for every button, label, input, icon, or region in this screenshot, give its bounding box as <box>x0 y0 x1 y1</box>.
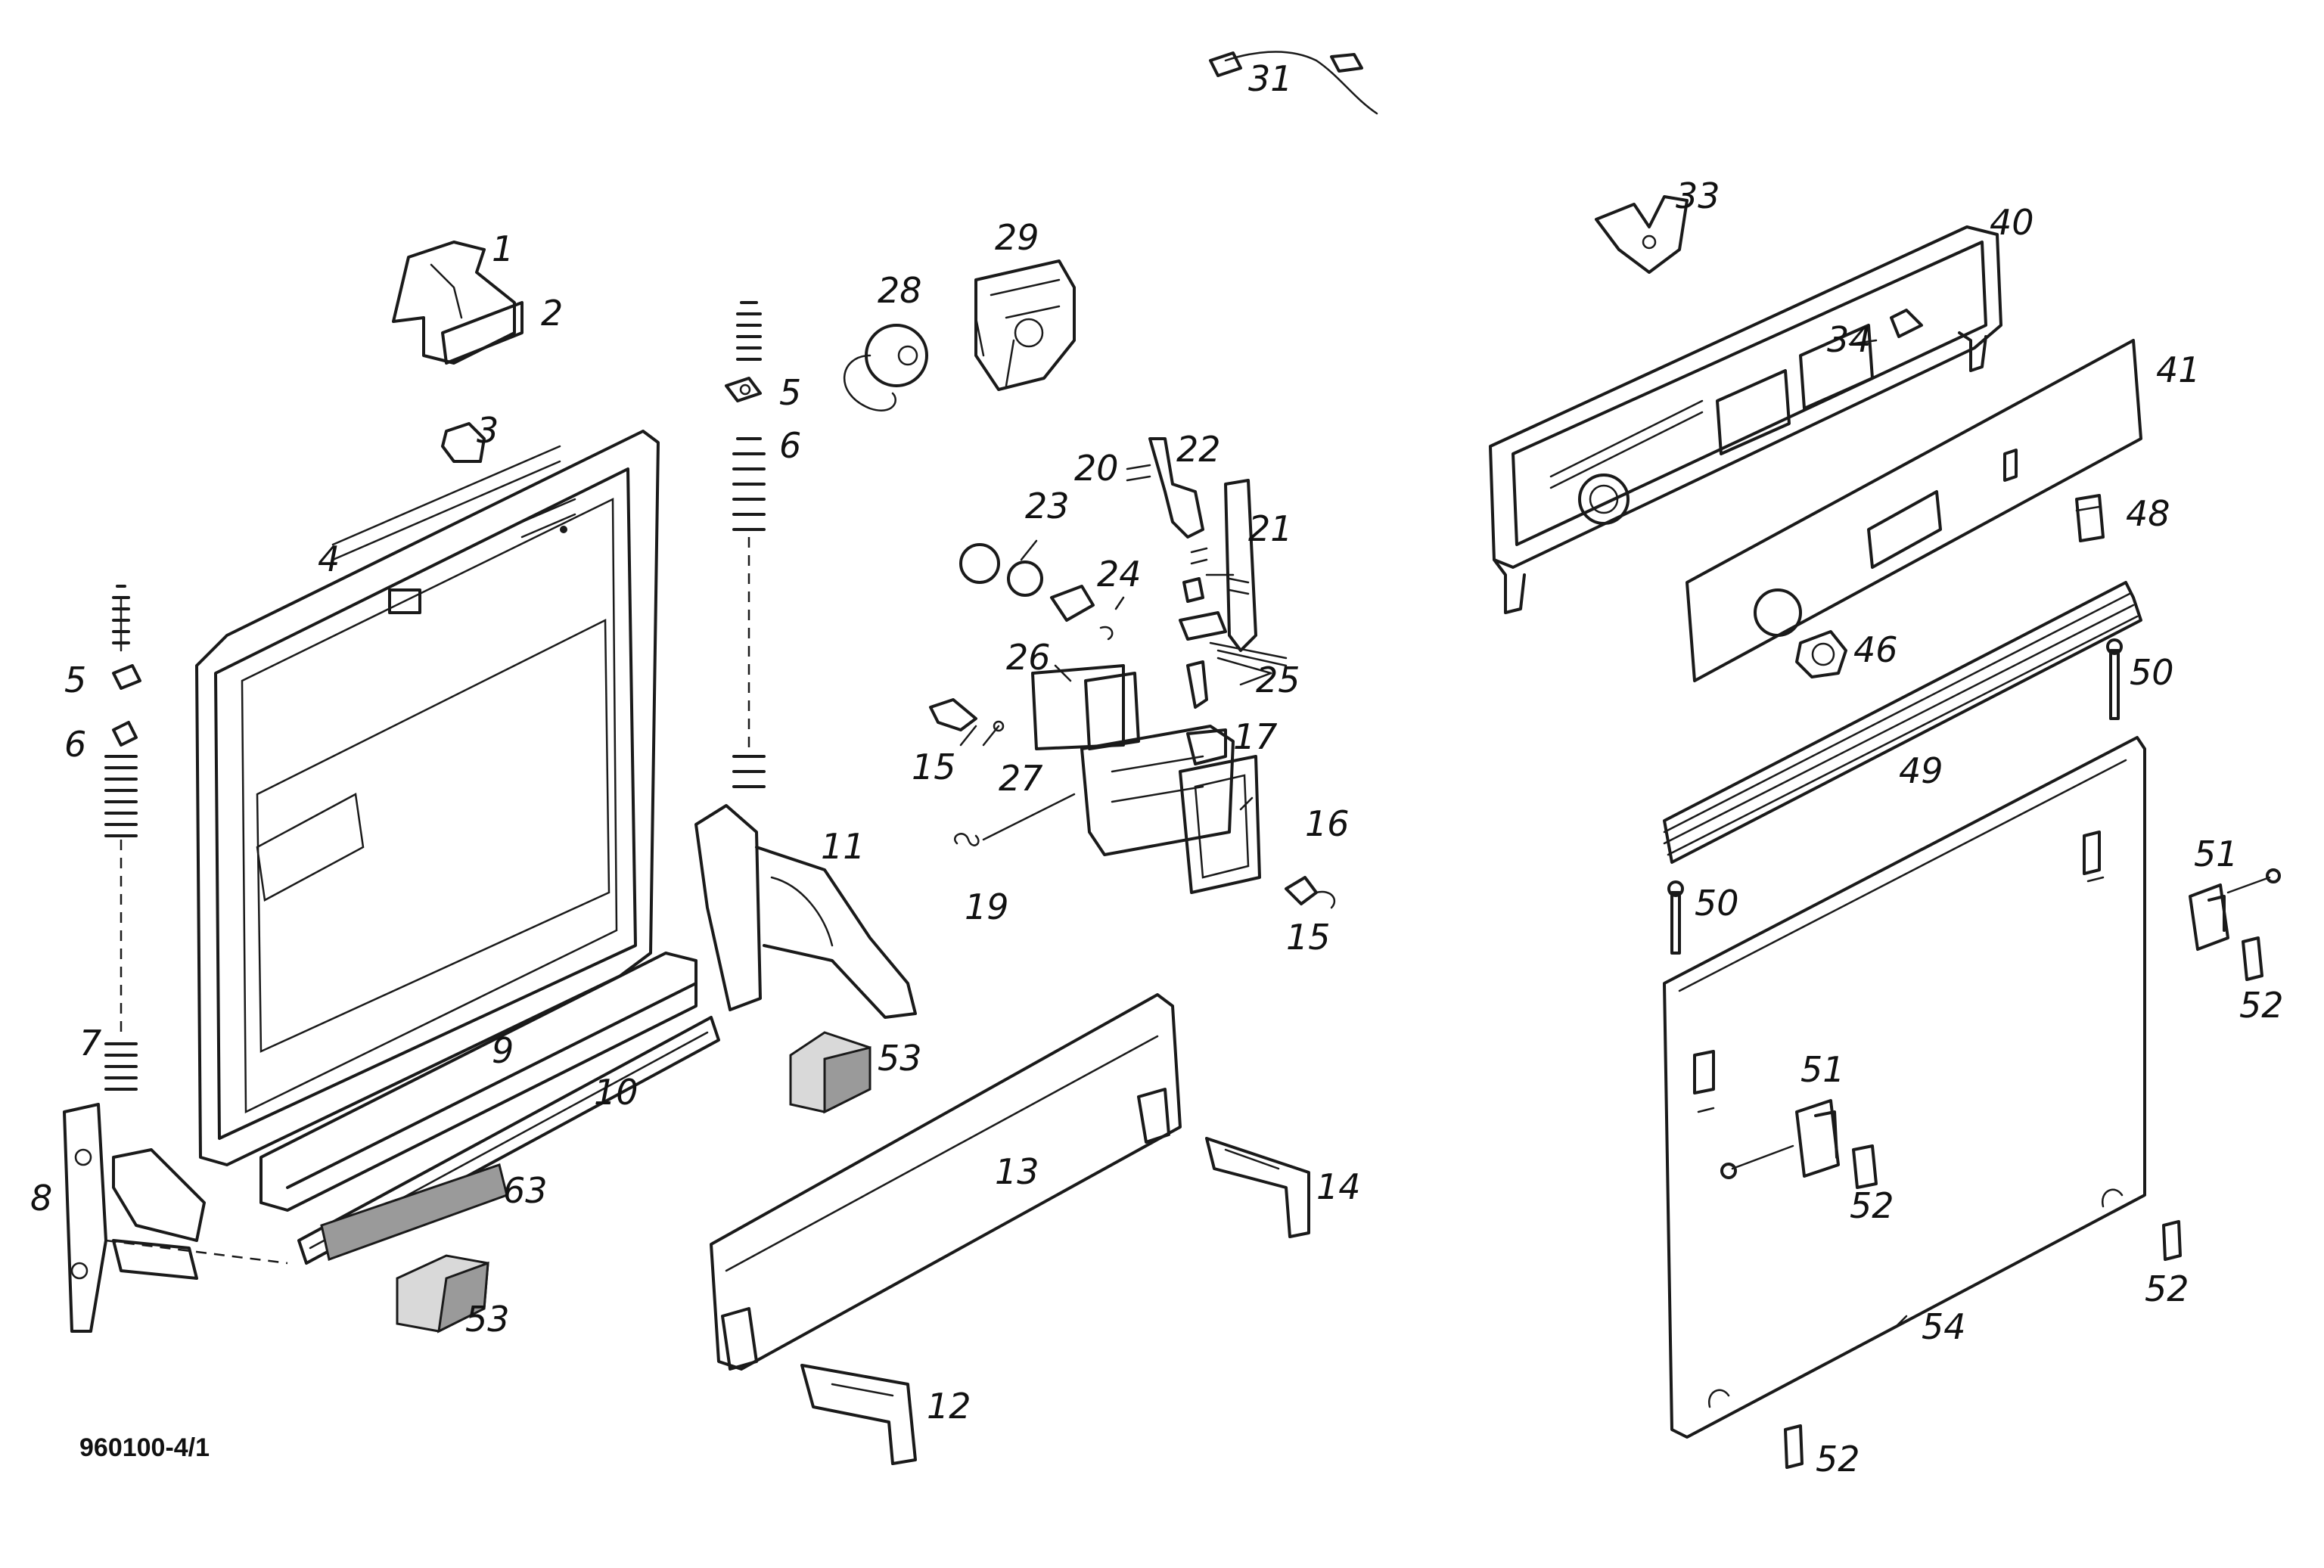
callout-16: 16 <box>1305 803 1350 844</box>
hinge-51-upper <box>2189 868 2281 951</box>
button-48 <box>2075 494 2105 542</box>
callout-52b: 52 <box>1850 1185 1894 1226</box>
screw-50-upper <box>2106 638 2123 720</box>
callout-31: 31 <box>1248 58 1293 99</box>
callout-51a: 51 <box>2194 834 2239 874</box>
timer-switch <box>974 259 1076 391</box>
fascia-panel-41 <box>1686 339 2142 682</box>
callout-34: 34 <box>1827 319 1872 360</box>
callout-6a: 6 <box>64 724 86 765</box>
callout-50a: 50 <box>2130 652 2174 693</box>
callout-51b: 51 <box>1800 1049 1845 1090</box>
callout-13: 13 <box>995 1151 1039 1192</box>
callout-8: 8 <box>30 1178 52 1219</box>
hinge-51-lower <box>1720 1099 1840 1179</box>
callout-17: 17 <box>1233 716 1278 757</box>
foam-block-53-upper <box>789 1031 872 1114</box>
dispenser-assembly <box>929 543 1336 909</box>
door-bottom-trim <box>259 952 720 1265</box>
leader-lines <box>959 339 1908 1329</box>
callout-21: 21 <box>1248 508 1293 549</box>
callout-12: 12 <box>927 1386 971 1427</box>
callout-53b: 53 <box>465 1299 510 1340</box>
door-hinge-left <box>63 1103 288 1333</box>
callout-29: 29 <box>995 217 1039 258</box>
hinge-bracket-right <box>694 804 917 1019</box>
control-panel-40 <box>1489 225 2002 614</box>
diagram-reference-code: 960100-4/1 <box>79 1433 210 1462</box>
callout-25: 25 <box>1256 660 1300 700</box>
callout-1: 1 <box>492 228 514 269</box>
callout-26: 26 <box>1006 637 1051 678</box>
callout-52c: 52 <box>2145 1268 2189 1309</box>
plinth-bracket-12 <box>800 1364 917 1465</box>
callout-11: 11 <box>821 826 865 867</box>
callout-20: 20 <box>1074 448 1119 489</box>
callout-5a: 5 <box>64 660 86 700</box>
callout-5b: 5 <box>779 372 801 413</box>
seal-bar-49 <box>1663 581 2142 864</box>
callout-41: 41 <box>2156 349 2201 390</box>
callout-52d: 52 <box>1816 1439 1860 1480</box>
bracket-33 <box>1595 195 1689 274</box>
knob-46 <box>1795 630 1847 678</box>
screw-50-lower <box>1667 880 1684 955</box>
seal-strip-63 <box>320 1163 508 1261</box>
callout-46: 46 <box>1853 629 1898 670</box>
callout-19: 19 <box>965 886 1009 927</box>
callout-labels: 1 2 3 4 5 5 6 6 7 8 9 10 11 12 13 14 15 … <box>30 58 2284 1480</box>
door-inner-panel <box>195 430 660 1166</box>
cable-part <box>1209 51 1378 115</box>
callout-14: 14 <box>1316 1166 1361 1207</box>
callout-3: 3 <box>477 410 499 451</box>
callout-48: 48 <box>2126 493 2170 534</box>
callout-10: 10 <box>594 1072 638 1113</box>
spring-assembly-right <box>725 301 766 788</box>
callout-22: 22 <box>1176 429 1221 470</box>
clip-52-group <box>1784 936 2263 1469</box>
switch-bracket-cluster <box>1126 437 1288 709</box>
callout-52a: 52 <box>2239 985 2284 1026</box>
kick-plate <box>710 993 1182 1371</box>
callout-24: 24 <box>1097 554 1142 595</box>
spring-assembly-left <box>104 585 141 1091</box>
callout-15a: 15 <box>912 747 956 787</box>
callout-33: 33 <box>1676 175 1720 216</box>
rinse-aid-knob <box>843 324 928 411</box>
plinth-bracket-14 <box>1205 1137 1310 1238</box>
callout-2: 2 <box>541 293 563 334</box>
callout-28: 28 <box>878 270 922 311</box>
foam-block-53-lower <box>396 1254 489 1334</box>
callout-40: 40 <box>1990 202 2034 243</box>
callout-27: 27 <box>999 758 1043 799</box>
door-latch-part <box>392 241 524 463</box>
callout-49: 49 <box>1899 750 1943 791</box>
callout-15b: 15 <box>1286 917 1331 958</box>
callout-63: 63 <box>503 1170 548 1211</box>
callout-50b: 50 <box>1695 883 1739 924</box>
callout-54: 54 <box>1922 1306 1966 1347</box>
callout-23: 23 <box>1025 486 1070 526</box>
callout-53a: 53 <box>878 1038 922 1079</box>
callout-6b: 6 <box>779 425 801 466</box>
callout-4: 4 <box>318 539 340 579</box>
callout-9: 9 <box>492 1030 514 1071</box>
door-panel-54 <box>1663 736 2146 1439</box>
callout-7: 7 <box>79 1023 101 1063</box>
